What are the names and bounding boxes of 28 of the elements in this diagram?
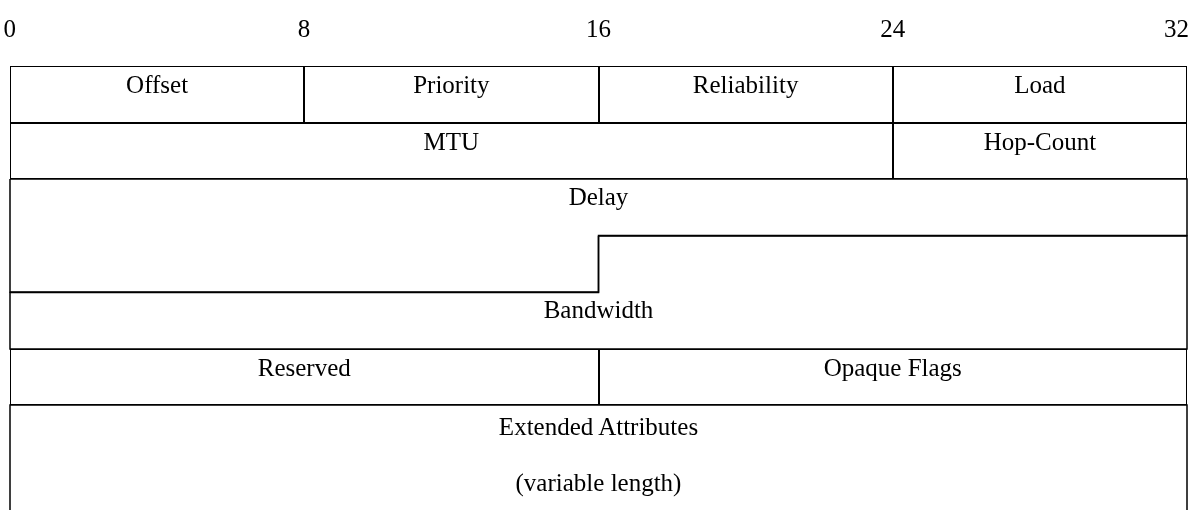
field-cell	[10, 348, 599, 405]
field-cell	[10, 122, 893, 179]
field-name: Opaque Flags	[823, 353, 962, 381]
field-name: Offset	[126, 71, 189, 99]
field-name: Delay	[568, 183, 629, 211]
field-cell	[304, 66, 599, 123]
field-cell	[10, 179, 1187, 292]
field-cell	[598, 66, 893, 123]
field-name: Bandwidth	[543, 296, 654, 324]
field-name: Extended Attributes	[498, 413, 699, 440]
field-name: Reliability	[692, 71, 799, 99]
field-name: MTU	[423, 127, 480, 155]
field-name: Reserved	[257, 353, 351, 381]
bit-position: 0	[3, 15, 16, 43]
bit-position: 32	[1164, 15, 1189, 43]
field-cell	[10, 235, 1187, 349]
field-name: Priority	[413, 71, 490, 99]
field-name: Hop-Count	[983, 127, 1097, 155]
field-cell	[892, 122, 1187, 179]
field-cell	[10, 66, 305, 123]
bit-position: 8	[297, 15, 311, 43]
bit-position: 24	[880, 15, 906, 43]
field-cell	[10, 405, 1187, 510]
bit-position: 16	[586, 15, 611, 43]
field-cell	[892, 66, 1187, 123]
field-name: (variable length)	[515, 469, 682, 496]
field-name: Load	[1014, 71, 1066, 99]
field-cell	[598, 348, 1187, 405]
